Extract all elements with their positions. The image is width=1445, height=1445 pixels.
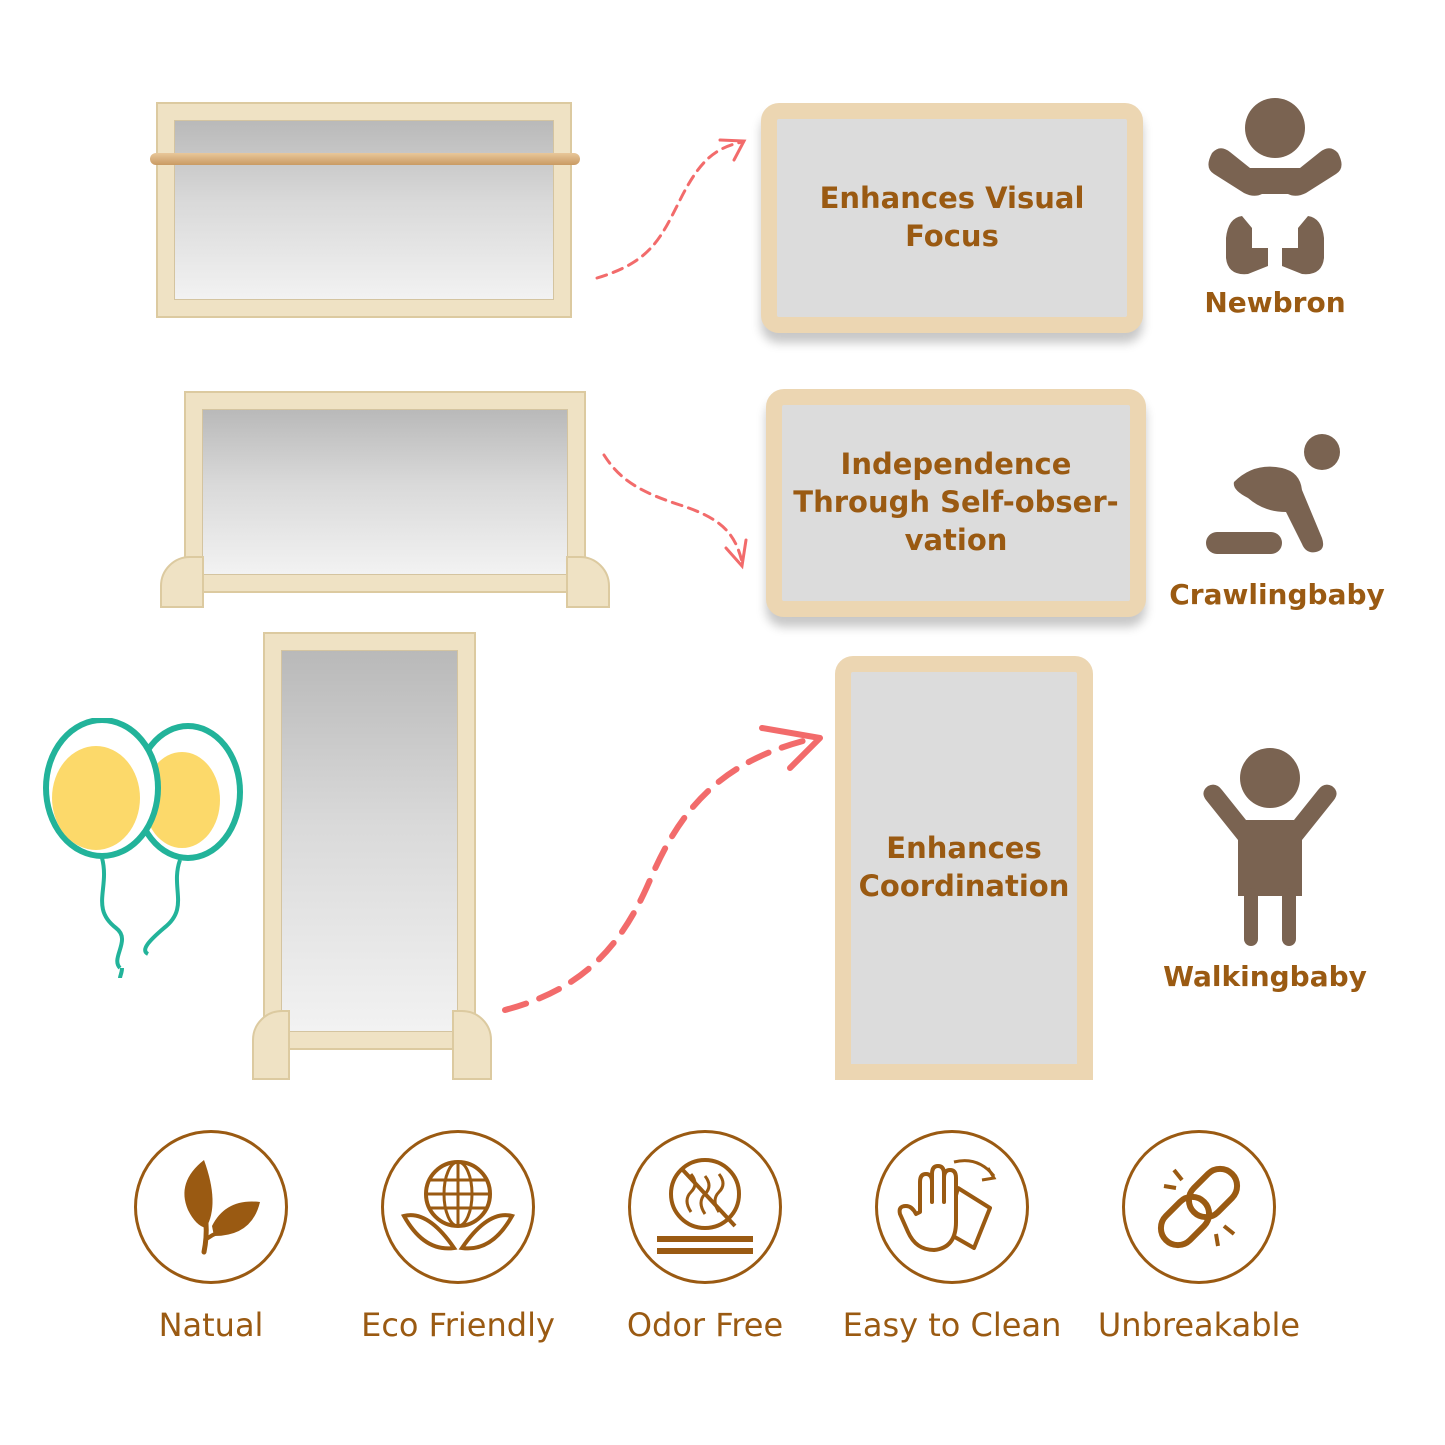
stage-label-newborn: Newbron (1204, 286, 1346, 319)
wooden-bar (150, 153, 580, 165)
arrow-1-head (718, 138, 747, 162)
stage-label-crawling: Crawlingbaby (1169, 578, 1385, 611)
mirror-foot-left (252, 1010, 290, 1080)
broken-chain-icon (1157, 1165, 1241, 1249)
feature-circle (628, 1130, 782, 1284)
arrow-3 (502, 735, 818, 1013)
feature-circle (875, 1130, 1029, 1284)
mirror-glass (174, 120, 554, 300)
feature-circle (134, 1130, 288, 1284)
card-text: Enhances Visual Focus (819, 181, 1085, 253)
feature-circle (381, 1130, 535, 1284)
mirror-foot-right (452, 1010, 492, 1080)
stage-label-walking: Walkingbaby (1163, 960, 1367, 993)
balloons-icon (43, 718, 243, 978)
card-coordination: Enhances Coordination (835, 656, 1093, 1080)
feature-label: Natual (158, 1306, 264, 1344)
mirror-foot-left (160, 556, 204, 608)
globe-leaf-icon (400, 1160, 516, 1251)
walking-baby-icon (1203, 748, 1337, 946)
hand-wipe-icon (897, 1159, 997, 1252)
mirror-glass (281, 650, 458, 1032)
card-text: Enhances Coordination (859, 830, 1070, 905)
feature-unbreakable: Unbreakable (1074, 1130, 1324, 1344)
card-line-1: Enhances (886, 831, 1042, 866)
arrow-3-head (759, 725, 823, 771)
card-line-1: Independence (840, 447, 1072, 482)
card-line-2: Through Self-obser- (793, 485, 1119, 520)
no-odor-icon (657, 1158, 753, 1254)
feature-odor-free: Odor Free (580, 1130, 830, 1344)
mirror-with-bar (156, 102, 572, 318)
leaf-icon (184, 1160, 260, 1255)
card-independence: Independence Through Self-obser- vation (766, 389, 1146, 617)
feature-natural: Natual (86, 1130, 336, 1344)
feature-label: Unbreakable (1097, 1306, 1301, 1344)
feature-eco-friendly: Eco Friendly (333, 1130, 583, 1344)
card-line-2: Coordination (858, 869, 1070, 903)
arrow-2-head (724, 538, 748, 570)
arrow-1 (595, 140, 744, 280)
landscape-standing-mirror (184, 391, 586, 593)
feature-label: Odor Free (626, 1306, 784, 1344)
feature-circle (1122, 1130, 1276, 1284)
card-visual-focus: Enhances Visual Focus (761, 103, 1143, 333)
feature-label: Eco Friendly (361, 1306, 555, 1344)
feature-easy-to-clean: Easy to Clean (827, 1130, 1077, 1344)
portrait-standing-mirror (263, 632, 476, 1050)
mirror-glass (202, 409, 568, 575)
card-line-3: vation (904, 522, 1008, 557)
newborn-baby-icon (1208, 98, 1342, 275)
card-text: Independence Through Self-obser- vation (793, 446, 1118, 559)
arrow-2 (602, 453, 744, 564)
crawling-baby-icon (1206, 434, 1340, 554)
feature-label: Easy to Clean (842, 1306, 1062, 1344)
dashed-arrows (502, 138, 823, 1013)
